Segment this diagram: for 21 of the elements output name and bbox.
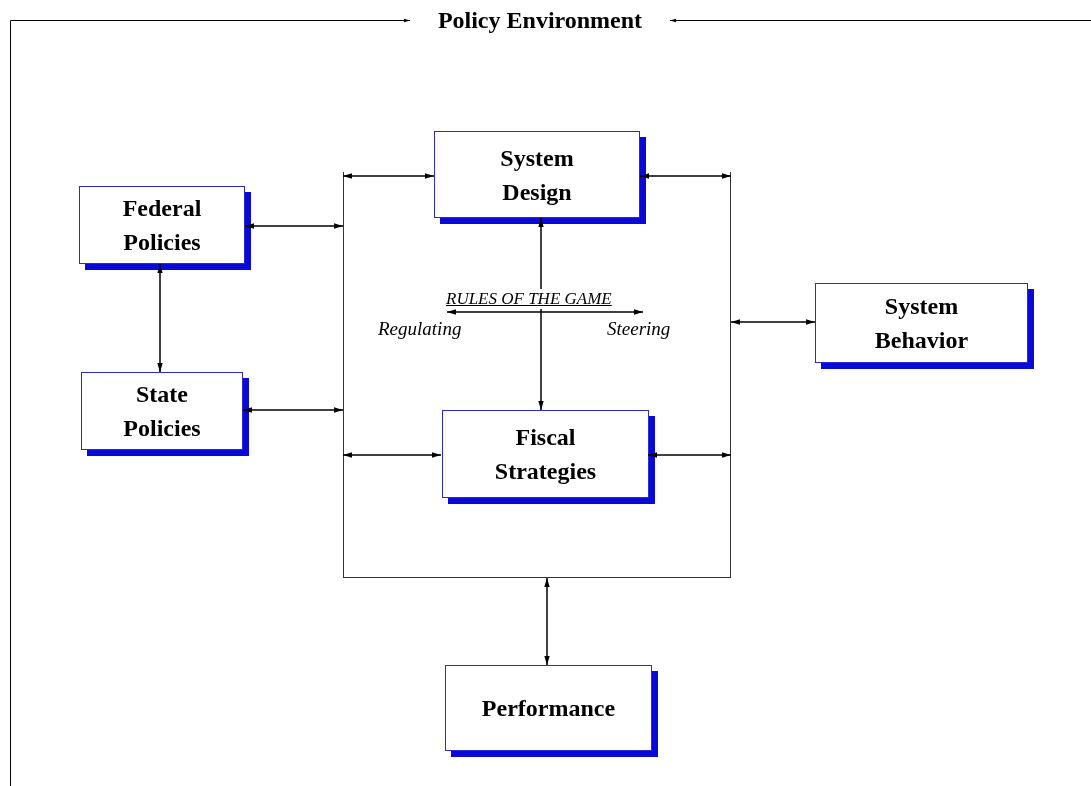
axis-label: Steering	[607, 318, 671, 340]
box-label: Federal Policies	[122, 194, 202, 257]
double-arrow	[244, 223, 344, 229]
double-arrow	[639, 173, 732, 179]
frame-title: Policy Environment	[436, 6, 644, 34]
double-arrow	[647, 452, 732, 458]
double-arrow	[538, 217, 544, 411]
axis-label: RULES OF THE GAME	[446, 289, 612, 309]
box-label: State Policies	[123, 380, 201, 443]
double-arrow	[544, 577, 550, 666]
double-arrow	[730, 319, 816, 325]
double-arrow	[157, 263, 163, 373]
double-arrow	[242, 407, 344, 413]
box-label: Performance	[481, 694, 616, 723]
box-label: Fiscal Strategies	[494, 423, 597, 486]
double-arrow	[342, 173, 435, 179]
bracket-frame	[343, 172, 731, 578]
axis-label: Regulating	[378, 318, 462, 340]
box-label: System Design	[500, 143, 574, 207]
double-arrow	[342, 452, 442, 458]
box-label: System Behavior	[874, 292, 969, 355]
